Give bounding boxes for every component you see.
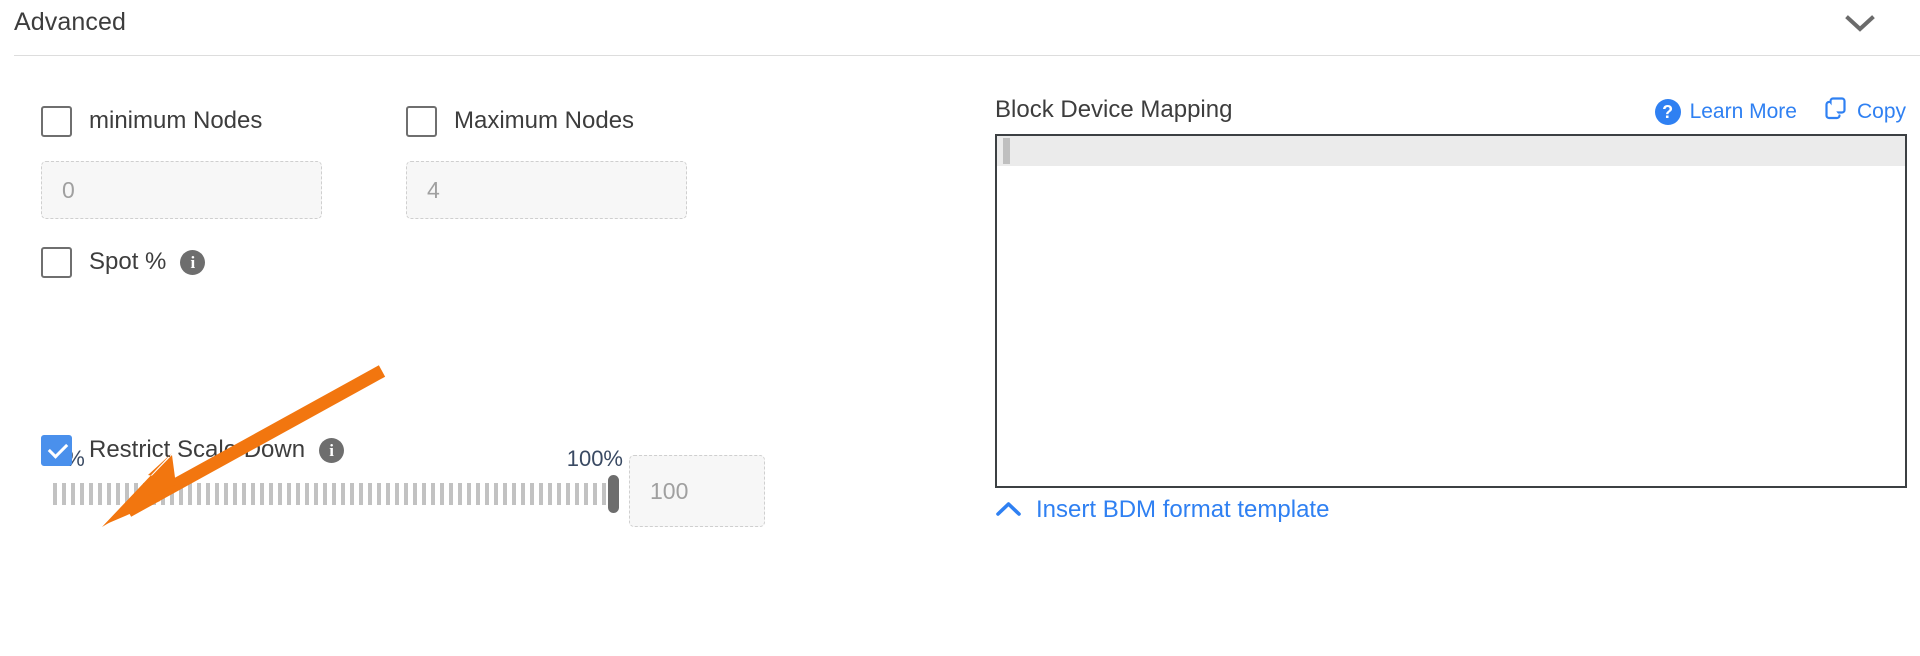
block-device-mapping-label: Block Device Mapping: [995, 96, 1233, 123]
minimum-nodes-checkbox[interactable]: [41, 105, 72, 137]
spot-percent-info-icon[interactable]: i: [180, 249, 206, 275]
learn-more-label: Learn More: [1689, 99, 1797, 123]
bdm-action-links: ? Learn More Copy: [1654, 96, 1906, 127]
maximum-nodes-input[interactable]: [406, 161, 687, 219]
collapse-section-button[interactable]: [1832, 6, 1888, 46]
editor-active-line: [997, 136, 1905, 166]
bdm-code-editor[interactable]: [995, 134, 1907, 488]
spot-percent-label: Spot %: [89, 248, 167, 275]
copy-label: Copy: [1856, 99, 1906, 123]
page-title: Advanced: [14, 8, 126, 36]
restrict-scale-down-row: Restrict Scale Down i: [41, 432, 345, 468]
restrict-scale-down-info-icon[interactable]: i: [319, 437, 345, 463]
header-divider: [14, 55, 1920, 56]
insert-bdm-template-button[interactable]: Insert BDM format template: [995, 496, 1329, 524]
learn-more-link[interactable]: ? Learn More: [1654, 98, 1797, 125]
spot-percent-value-input[interactable]: [629, 455, 765, 527]
spot-percent-checkbox[interactable]: [41, 246, 72, 278]
copy-button[interactable]: Copy: [1823, 96, 1906, 127]
block-device-mapping-column: Block Device Mapping ? Learn More Copy: [990, 56, 1920, 656]
minimum-nodes-row: minimum Nodes: [41, 103, 262, 139]
question-circle-icon: ?: [1654, 98, 1681, 125]
minimum-nodes-input[interactable]: [41, 161, 322, 219]
section-header: Advanced: [0, 0, 1920, 55]
insert-bdm-template-label: Insert BDM format template: [1036, 496, 1330, 523]
slider-track[interactable]: [53, 483, 617, 505]
slider-range-labels: 0% 100%: [53, 446, 623, 472]
editor-cursor: [1003, 138, 1010, 164]
restrict-scale-down-checkbox[interactable]: [41, 434, 72, 466]
chevron-up-icon: [995, 496, 1022, 524]
maximum-nodes-checkbox[interactable]: [406, 105, 437, 137]
minimum-nodes-label: minimum Nodes: [89, 107, 263, 134]
slider-thumb[interactable]: [608, 475, 619, 513]
restrict-scale-down-label: Restrict Scale Down: [89, 436, 306, 463]
maximum-nodes-label: Maximum Nodes: [454, 107, 635, 134]
chevron-down-icon: [1845, 14, 1875, 38]
slider-max-label: 100%: [566, 446, 623, 471]
maximum-nodes-row: Maximum Nodes: [406, 103, 634, 139]
copy-icon: [1823, 96, 1848, 127]
scaling-options-column: minimum Nodes Maximum Nodes Spot % i 0% …: [0, 56, 990, 656]
spot-percent-row: Spot % i: [41, 244, 206, 280]
